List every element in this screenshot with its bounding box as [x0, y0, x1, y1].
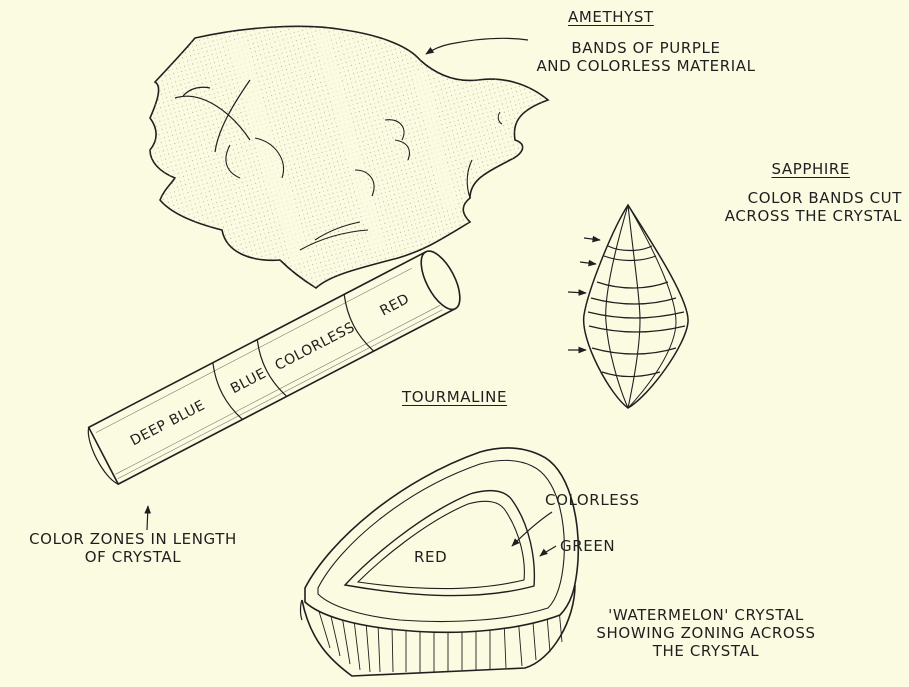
watermelon-colorless-label: COLORLESS: [545, 491, 640, 509]
zone-label-deep-blue: DEEP BLUE: [128, 397, 208, 449]
watermelon-note-line1: 'WATERMELON' CRYSTAL: [608, 606, 804, 624]
amethyst-callout-arrow: [426, 38, 528, 54]
watermelon-outer-rim: [305, 448, 578, 632]
sapphire-note-line1: COLOR BANDS CUT: [748, 189, 902, 207]
watermelon-note: 'WATERMELON' CRYSTAL SHOWING ZONING ACRO…: [586, 606, 826, 660]
tourmaline-length-note: COLOR ZONES IN LENGTH OF CRYSTAL: [4, 530, 262, 566]
sapphire-note-line2: ACROSS THE CRYSTAL: [725, 207, 902, 225]
tourmaline-title: TOURMALINE: [402, 388, 507, 406]
zone-label-blue: BLUE: [228, 366, 269, 398]
sapphire-crystal: [584, 205, 688, 408]
sapphire-note: COLOR BANDS CUT ACROSS THE CRYSTAL: [680, 189, 902, 225]
watermelon-core-label: RED: [414, 548, 447, 566]
amethyst-note: BANDS OF PURPLE AND COLORLESS MATERIAL: [536, 39, 756, 75]
amethyst-crystal: [150, 26, 548, 288]
sapphire-title: SAPPHIRE: [760, 160, 850, 178]
watermelon-note-line2: SHOWING ZONING ACROSS: [596, 624, 815, 642]
amethyst-note-line1: BANDS OF PURPLE: [571, 39, 720, 57]
amethyst-title: AMETHYST: [568, 8, 654, 26]
sapphire-outline: [584, 205, 688, 408]
length-note-arrow: [147, 506, 148, 530]
length-note-line1: COLOR ZONES IN LENGTH: [29, 530, 237, 548]
watermelon-note-line3: THE CRYSTAL: [653, 642, 760, 660]
tourmaline-body: [89, 252, 456, 484]
amethyst-note-line2: AND COLORLESS MATERIAL: [536, 57, 755, 75]
sapphire-band-arrows: [568, 238, 600, 350]
watermelon-green-label: GREEN: [560, 537, 615, 555]
zone-label-red: RED: [377, 291, 412, 319]
tourmaline-end: [413, 245, 467, 315]
tourmaline-crystal: DEEP BLUE BLUE COLORLESS RED: [82, 245, 468, 487]
length-note-line2: OF CRYSTAL: [85, 548, 181, 566]
